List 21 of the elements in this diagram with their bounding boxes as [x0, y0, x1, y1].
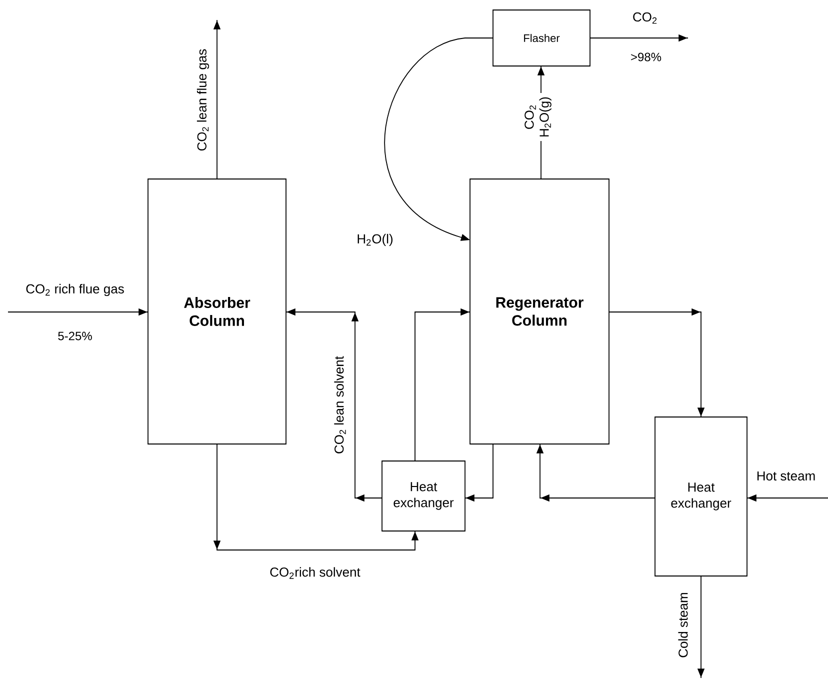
heat-exchanger-box: Heat exchanger — [382, 460, 466, 532]
edge-label: CO$_{2}$ — [629, 9, 661, 27]
edge-label: Hot steam — [753, 468, 819, 484]
absorber-column: Absorber Column — [148, 178, 286, 444]
edge-label: CO$_{2}$ rich flue gas — [22, 280, 128, 300]
regenerator-column: Regenerator Column — [470, 178, 610, 444]
edge-label: Cold steam — [674, 588, 692, 662]
edge-label: CO$_{2}$rich solvent — [266, 564, 364, 582]
arrow — [464, 444, 494, 502]
arrow — [414, 308, 470, 462]
arrow — [536, 444, 656, 502]
percentage-label: 5-25% — [58, 332, 92, 340]
edge-label: CO$_{2}$ lean flue gas — [194, 45, 212, 155]
edge-label: H$_{2}$O(l) — [356, 232, 394, 248]
heat-exchanger-box: Heat exchanger — [654, 416, 748, 576]
edge-label: CO$_{2}$ H$_{2}$O(g) — [524, 93, 552, 141]
flasher-box: Flasher — [492, 10, 590, 66]
arrow — [384, 38, 494, 241]
arrow — [608, 308, 705, 418]
percentage-label: >98% — [631, 52, 662, 62]
edge-label: CO$_{2}$ lean solvent — [330, 352, 350, 458]
